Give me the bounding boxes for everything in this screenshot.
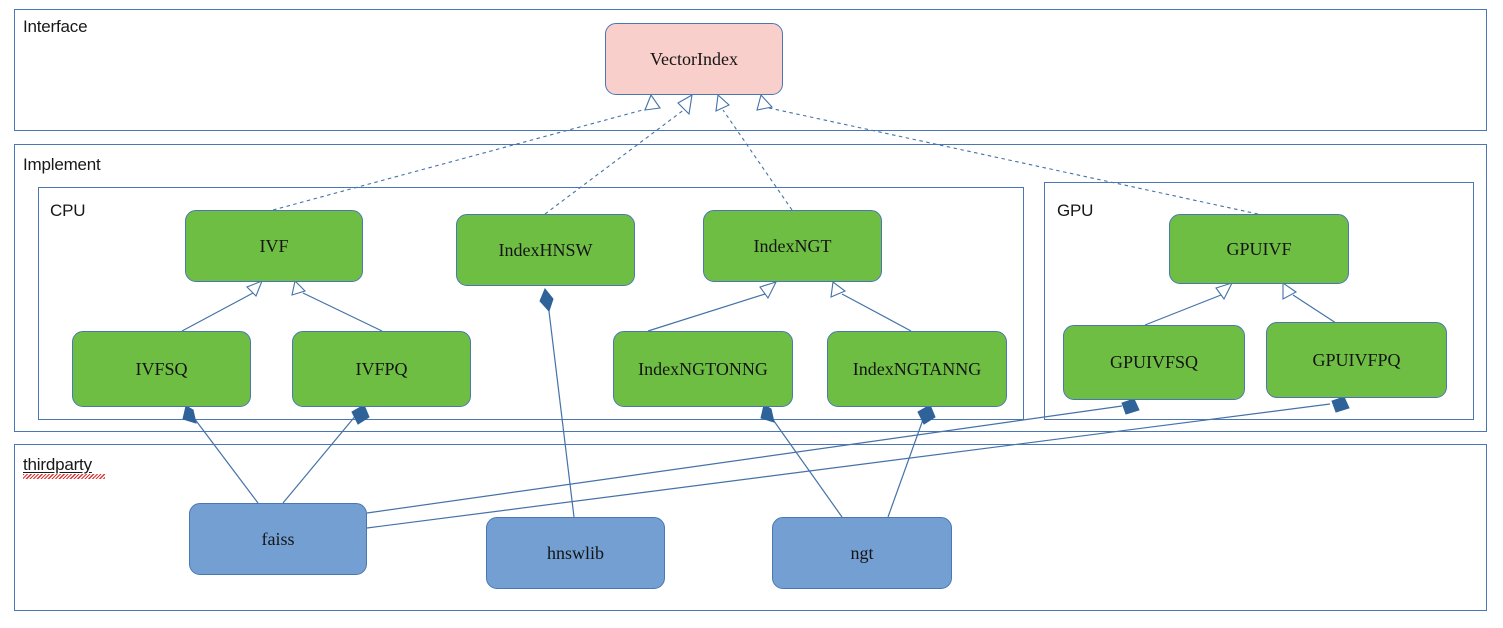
- node-indexhnsw[interactable]: IndexHNSW: [456, 214, 635, 286]
- node-gpuivfpq[interactable]: GPUIVFPQ: [1266, 322, 1447, 398]
- node-ivfsq[interactable]: IVFSQ: [72, 331, 251, 407]
- node-indexngtanng[interactable]: IndexNGTANNG: [827, 331, 1007, 407]
- subpanel-cpu-label: CPU: [50, 201, 86, 220]
- node-gpuivf[interactable]: GPUIVF: [1169, 214, 1349, 284]
- edge-gpuivf-to-vectorindex: [756, 93, 1259, 215]
- node-hnswlib[interactable]: hnswlib: [486, 517, 665, 589]
- node-ngt[interactable]: ngt: [772, 517, 952, 589]
- edge-indexngt-to-vectorindex: [715, 93, 793, 211]
- spellcheck-underline-icon: [23, 474, 105, 479]
- edge-ivfpq-to-faiss: [282, 404, 370, 504]
- edge-indexhnsw-to-hnswlib: [539, 288, 575, 518]
- edge-ivfsq-to-ivf: [181, 280, 263, 332]
- subpanel-gpu-label: GPU: [1057, 201, 1094, 220]
- node-indexngtonng[interactable]: IndexNGTONNG: [613, 331, 793, 407]
- edge-indexhnsw-to-vectorindex: [544, 93, 693, 215]
- edge-ivf-to-vectorindex: [272, 93, 661, 211]
- node-ivf[interactable]: IVF: [185, 210, 363, 282]
- subpanel-gpu: [1044, 182, 1474, 420]
- panel-thirdparty: [14, 444, 1487, 611]
- edge-indexngtanng-to-ngt: [887, 404, 936, 518]
- edge-gpuivfpq-to-gpuivf: [1282, 281, 1340, 326]
- edge-ivfsq-to-faiss: [182, 405, 259, 504]
- panel-thirdparty-label: thirdparty: [23, 455, 92, 474]
- node-ivfpq[interactable]: IVFPQ: [292, 331, 471, 407]
- edge-ivfpq-to-ivf: [291, 279, 383, 332]
- panel-implement-label: Implement: [23, 155, 101, 174]
- edge-indexngtanng-to-indexngt: [830, 280, 912, 332]
- edge-indexngtonng-to-ngt: [760, 404, 843, 518]
- edge-gpuivfpq-to-faiss: [366, 396, 1350, 529]
- subpanel-cpu: [38, 187, 1024, 420]
- edge-gpuivfsq-to-gpuivf: [1144, 282, 1234, 326]
- node-indexngt[interactable]: IndexNGT: [703, 210, 882, 282]
- edge-gpuivfsq-to-faiss: [366, 398, 1140, 514]
- node-faiss[interactable]: faiss: [189, 503, 367, 575]
- node-gpuivfsq[interactable]: GPUIVFSQ: [1063, 325, 1245, 400]
- panel-interface-label: Interface: [23, 17, 88, 36]
- edge-indexngtonng-to-indexngt: [647, 281, 778, 332]
- node-vectorindex[interactable]: VectorIndex: [605, 23, 783, 95]
